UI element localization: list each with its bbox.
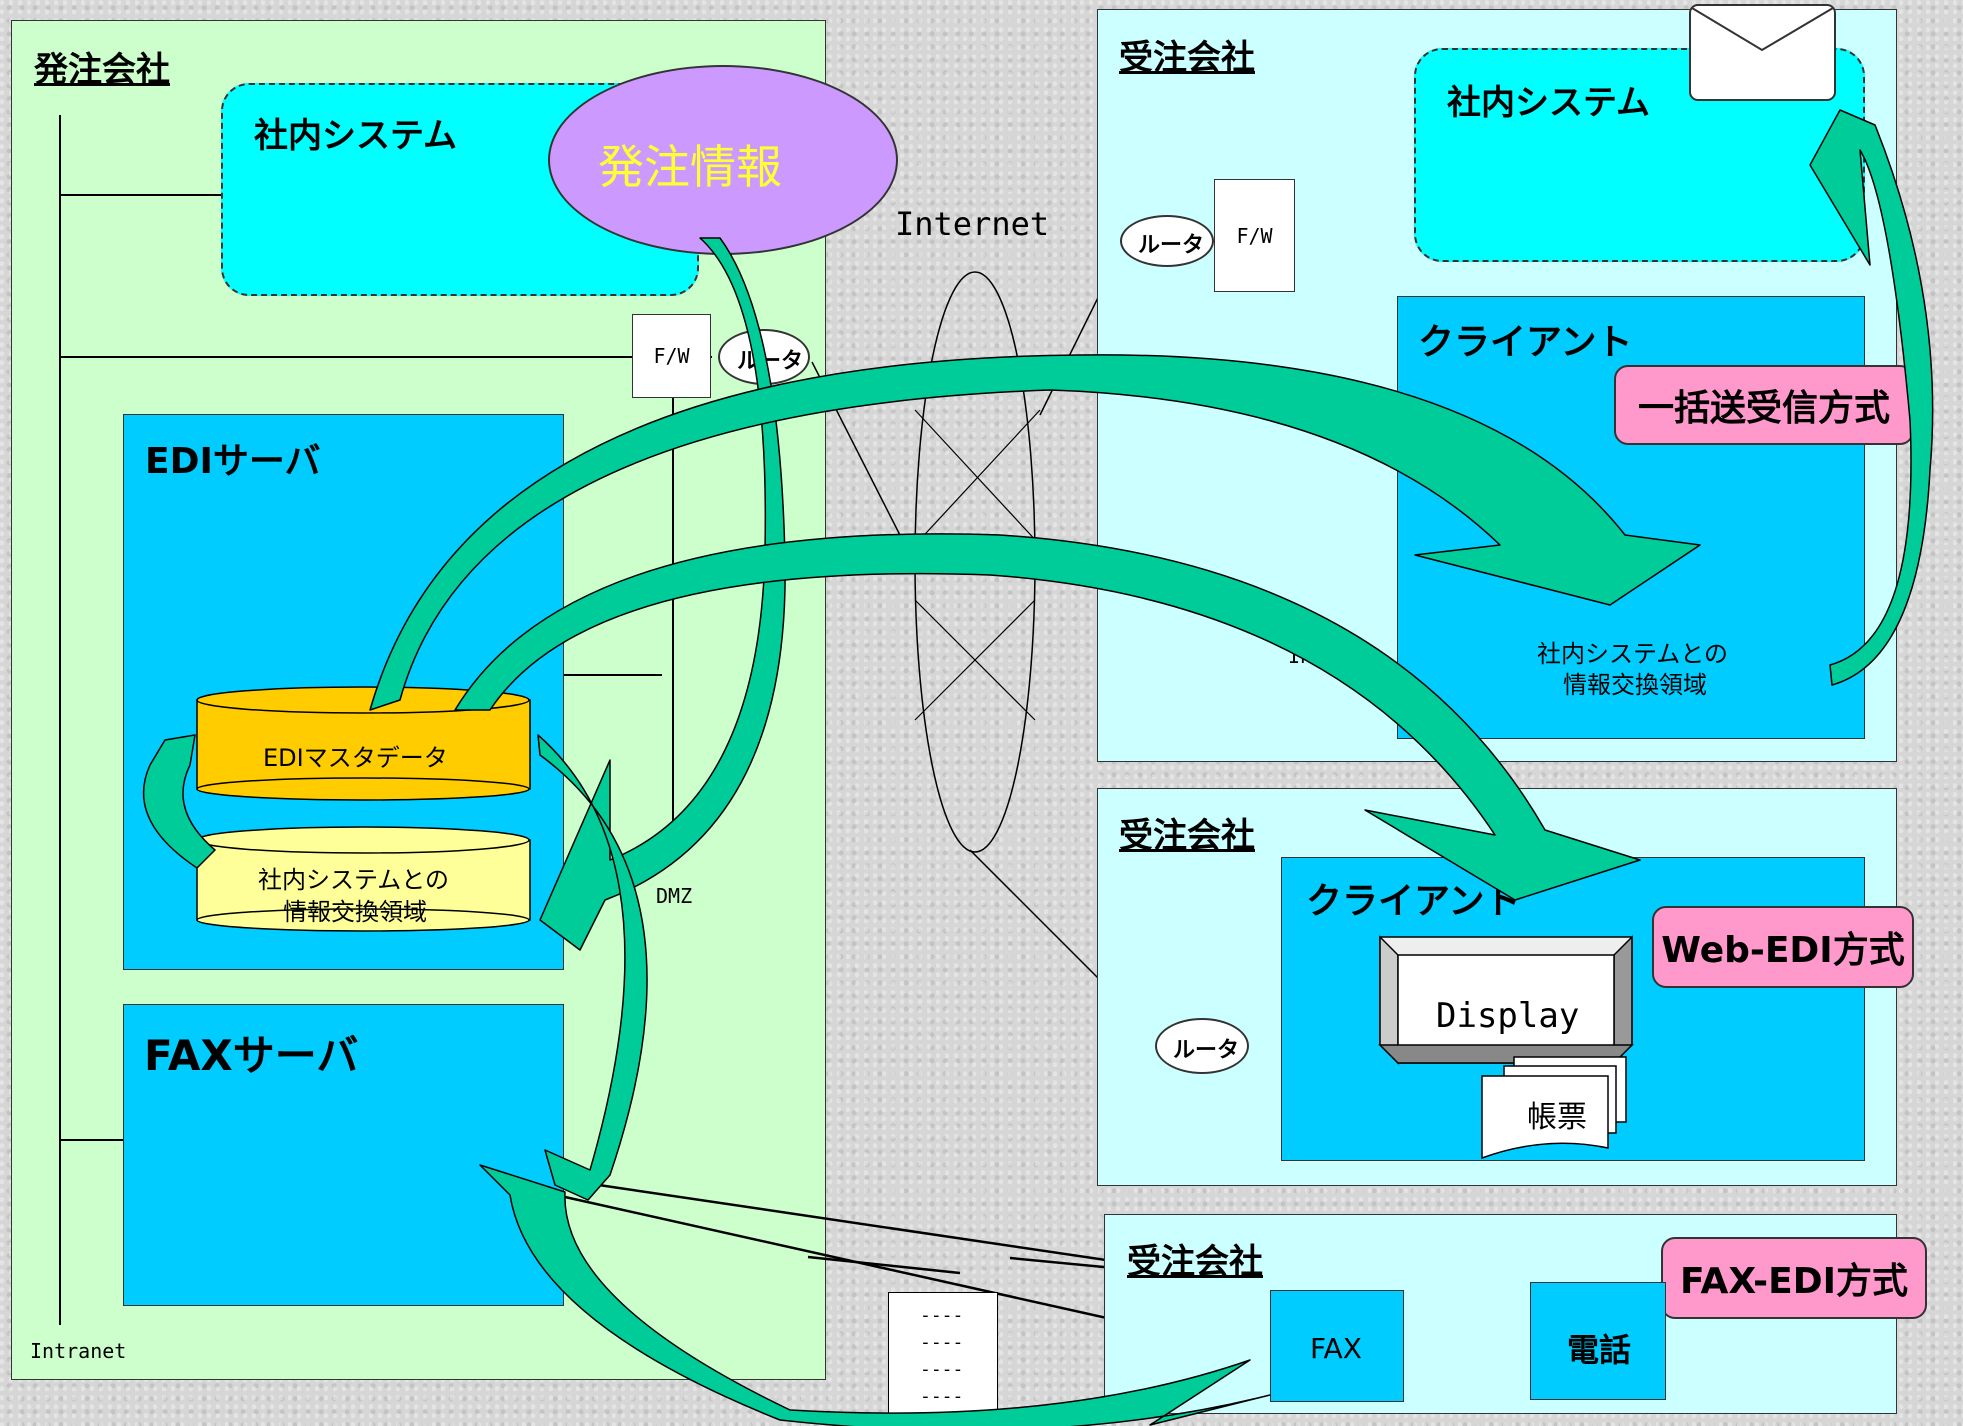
orderer-internal-system-label: 社内システム [254, 116, 457, 156]
fax-edi-method-badge: FAX-EDI方式 [1661, 1237, 1927, 1319]
receiver-fax-label: FAX [1310, 1332, 1362, 1365]
internet-label: Internet [895, 205, 1050, 243]
receiver-batch-exchange-line1: 社内システムとの [1537, 640, 1729, 668]
receiver-web-title: 受注会社 [1119, 816, 1255, 856]
orderer-router-label: ルータ [737, 349, 804, 374]
order-info-ellipse [548, 65, 898, 255]
receiver-internal-system-label: 社内システム [1447, 83, 1650, 123]
fax-document-line1: ---- [920, 1305, 964, 1326]
edi-master-label: EDIマスタデータ [263, 744, 448, 772]
orderer-exchange-area-line1: 社内システムとの [258, 866, 450, 894]
arrow-fax-to-document [479, 1164, 1271, 1426]
receiver-batch-firewall: F/W [1214, 179, 1295, 292]
orderer-company-title: 発注会社 [34, 50, 170, 90]
orderer-exchange-area-line2: 情報交換領域 [283, 898, 427, 926]
receiver-fax-title: 受注会社 [1127, 1242, 1263, 1282]
receiver-fax-machine [1270, 1290, 1404, 1402]
fax-server [123, 1004, 564, 1306]
receiver-web-router-label: ルータ [1173, 1038, 1240, 1063]
arrow-edi-to-web [454, 533, 1641, 901]
receiver-batch-title: 受注会社 [1119, 38, 1255, 78]
receiver-batch-router-label: ルータ [1138, 233, 1205, 258]
receiver-phone [1530, 1282, 1666, 1400]
edi-server-label: EDIサーバ [145, 441, 321, 482]
fax-document-line2: ---- [920, 1332, 964, 1353]
arrow-edi-to-batch [369, 354, 1701, 711]
orderer-intranet-label: Intranet [30, 1339, 127, 1363]
receiver-web-router [1155, 1018, 1249, 1074]
display-label: Display [1436, 996, 1580, 1036]
form-label: 帳票 [1527, 1100, 1587, 1135]
dmz-label: DMZ [656, 884, 693, 908]
web-edi-method-badge: Web-EDI方式 [1652, 906, 1914, 988]
arrow-edi-loop [142, 734, 216, 869]
receiver-batch-client-label: クライアント [1418, 322, 1633, 363]
batch-method-badge: 一括送受信方式 [1614, 365, 1914, 445]
orderer-firewall: F/W [632, 314, 711, 398]
arrow-order-info-to-exchange [539, 237, 786, 951]
receiver-batch-exchange-line2: 情報交換領域 [1563, 671, 1707, 699]
fax-document-line4: ---- [920, 1386, 964, 1407]
fax-document-line3: ---- [920, 1359, 964, 1380]
arrow-exchange-to-internal [1809, 109, 1934, 686]
receiver-batch-router [1120, 215, 1214, 267]
fax-server-label: FAXサーバ [144, 1031, 359, 1080]
receiver-phone-label: 電話 [1567, 1331, 1632, 1369]
arrow-edi-to-fax [537, 734, 648, 1201]
order-info-label: 発注情報 [598, 140, 782, 194]
receiver-web-client-label: クライアント [1306, 881, 1521, 922]
